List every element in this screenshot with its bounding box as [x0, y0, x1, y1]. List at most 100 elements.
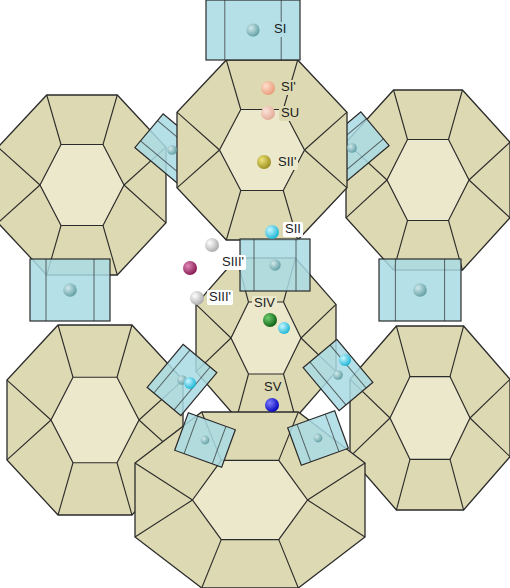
cation-atom [167, 145, 177, 155]
cation-atom [63, 283, 77, 297]
cage-edge [308, 463, 366, 500]
cation-atom [261, 81, 275, 95]
cation-atom [205, 238, 219, 252]
hexagonal-prism [288, 411, 349, 466]
cage-edge [196, 304, 231, 338]
hexagonal-prism [240, 239, 310, 291]
prism-edge [46, 259, 47, 321]
cation-atom [184, 377, 196, 389]
cage-edge [470, 379, 510, 418]
cage-edge [469, 142, 510, 180]
cage-edge [305, 112, 348, 150]
cage-edge [135, 463, 193, 500]
cage-edge [301, 304, 336, 338]
cage-edge [7, 420, 51, 460]
cage-edge [58, 325, 73, 377]
cage-edge [58, 463, 73, 515]
cage-edge [103, 95, 117, 145]
cage-outline [350, 326, 510, 510]
hexagonal-face [387, 140, 469, 221]
prism-edge [325, 414, 339, 452]
sodalite-cage [0, 95, 166, 275]
prism-edge [94, 259, 95, 321]
cation-atom [278, 322, 290, 334]
cation-atom [339, 354, 351, 366]
hexagonal-face [51, 377, 139, 463]
hexagonal-face [220, 110, 305, 191]
prism-body [147, 344, 217, 415]
sodalite-cage [350, 326, 510, 510]
cation-atom [314, 434, 323, 443]
hexagonal-prism [379, 259, 461, 321]
hexagonal-face [390, 377, 470, 460]
cage-edge [394, 90, 408, 140]
cage-edge [470, 418, 510, 457]
hexagonal-prism [175, 413, 236, 468]
sodalite-cage [177, 60, 347, 240]
prism-edge [212, 426, 226, 464]
cage-edge [117, 325, 132, 377]
hexagonal-face [193, 460, 308, 539]
prism-edge [297, 424, 311, 462]
cation-atom [257, 155, 271, 169]
site-label: SI [272, 22, 288, 37]
cage-edge [0, 185, 40, 223]
cation-atom [333, 370, 343, 380]
cage-edge [396, 459, 410, 510]
sodalite-cage [346, 90, 510, 270]
cage-edge [226, 191, 240, 241]
hexagonal-prism [30, 259, 110, 321]
site-label: SII [283, 222, 303, 237]
cation-atom [183, 261, 197, 275]
site-label: SIII' [207, 290, 233, 305]
site-label: SI' [279, 80, 298, 95]
cage-edge [279, 540, 299, 588]
cage-edge [450, 459, 464, 510]
cation-atom [261, 106, 275, 120]
cage-edge [202, 540, 222, 588]
cage-edge [117, 463, 132, 515]
site-label: SIV [252, 296, 277, 311]
cation-atom [190, 291, 204, 305]
cation-atom [265, 398, 279, 412]
site-label: SV [262, 380, 283, 395]
cage-edge [0, 147, 40, 185]
cage-edge [305, 150, 348, 188]
cage-edge [47, 95, 61, 145]
cage-edge [135, 500, 193, 537]
site-label: SU [279, 106, 301, 121]
cage-edge [177, 112, 220, 150]
prism-edge [296, 239, 297, 291]
cage-edge [396, 326, 410, 377]
prism-body [379, 259, 461, 321]
prism-edge [154, 350, 190, 393]
prism-body [240, 239, 310, 291]
prism-edge [224, 0, 225, 60]
hexagonal-face [231, 302, 301, 374]
cation-atom [265, 225, 279, 239]
cation-atom [413, 283, 427, 297]
cage-edge [177, 150, 220, 188]
cage-edge [124, 185, 166, 223]
cage-edge [450, 326, 464, 377]
cage-edge [350, 418, 390, 457]
cage-edge [449, 90, 463, 140]
cage-outline [177, 60, 347, 240]
cation-atom [246, 23, 259, 36]
hexagonal-face [40, 145, 124, 226]
prism-body [206, 0, 300, 60]
cation-atom [347, 143, 357, 153]
cage-outline [0, 95, 166, 275]
prism-edge [395, 259, 396, 321]
prism-edge [444, 259, 445, 321]
cation-atom [263, 313, 277, 327]
prism-edge [310, 362, 346, 405]
cage-edge [308, 500, 366, 537]
hexagonal-prism [147, 344, 217, 415]
prism-edge [184, 416, 198, 454]
cage-edge [7, 380, 51, 420]
cage-edge [469, 180, 510, 218]
site-label: SIII' [220, 255, 246, 270]
site-label: SII' [276, 155, 298, 170]
